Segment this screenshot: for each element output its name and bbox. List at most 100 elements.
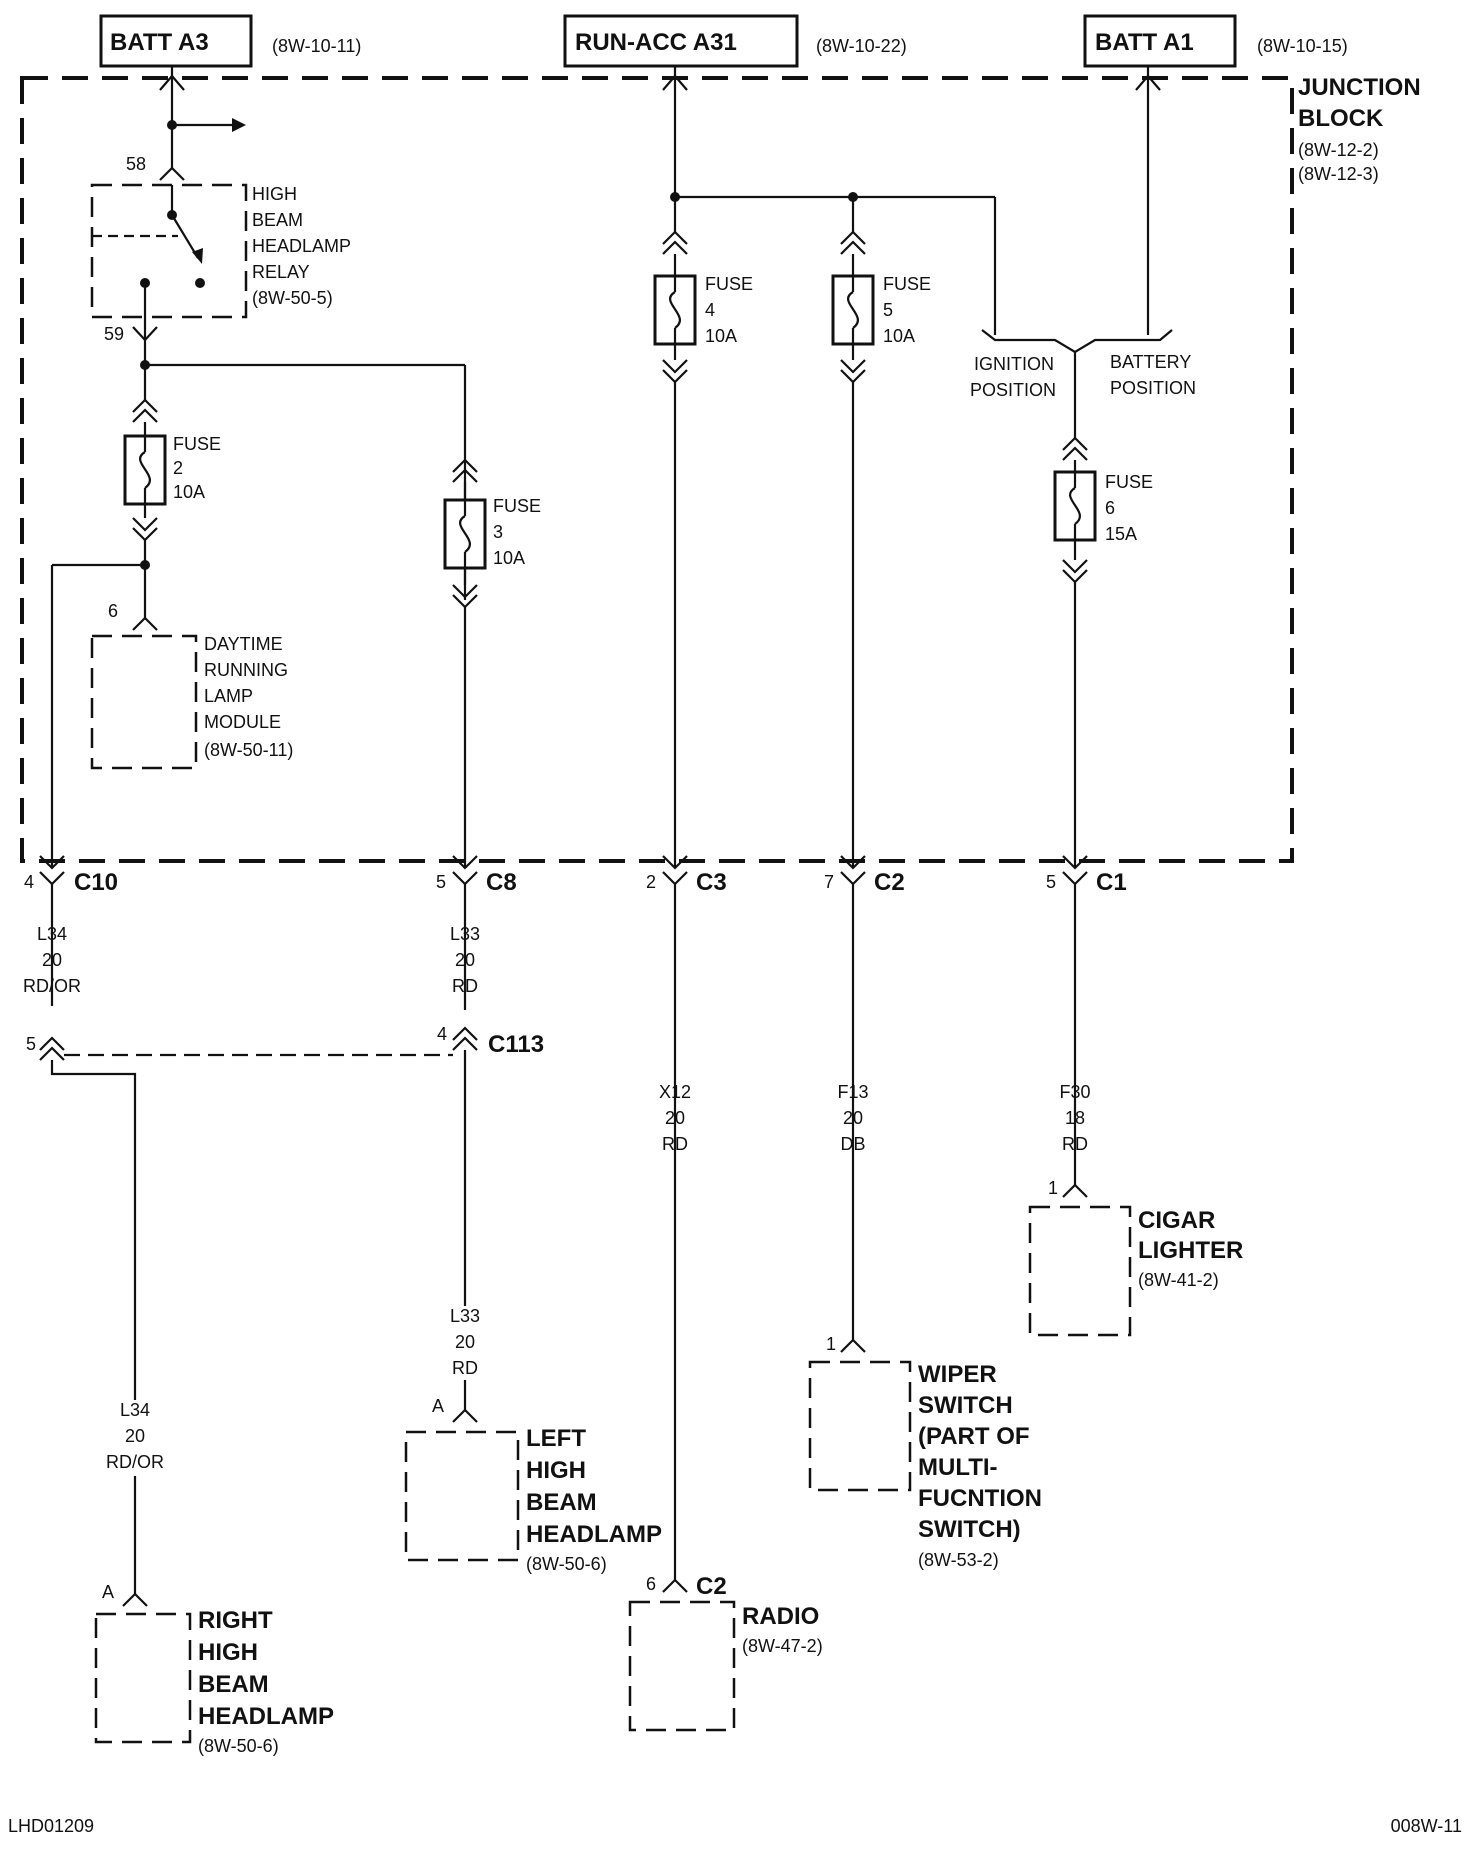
radio-pin: 6 (646, 1574, 656, 1594)
connector-c3-name: C3 (696, 869, 727, 896)
wire-l34-lower-id: L34 (120, 1400, 150, 1420)
relay-pin-58: 58 (126, 154, 146, 174)
source-batt-a1-ref: (8W-10-15) (1257, 36, 1348, 56)
wire-l34-upper-label: L34 20 RD/OR (23, 924, 81, 996)
right-headlamp-pin: A (102, 1582, 114, 1602)
cigar-lighter-label-1: CIGAR (1138, 1207, 1215, 1234)
source-run-acc-a31-label: RUN-ACC A31 (575, 29, 737, 56)
left-high-beam-headlamp: L33 20 RD A LEFT HIGH BEAM HEADLAMP (8W-… (404, 1306, 662, 1574)
fuse-6-number: 6 (1105, 498, 1115, 518)
source-batt-a1: BATT A1 (8W-10-15) (1083, 14, 1348, 68)
source-batt-a3: BATT A3 (8W-10-11) (99, 14, 361, 68)
left-headlamp-ref: (8W-50-6) (526, 1554, 607, 1574)
wiper-switch-pin: 1 (826, 1334, 836, 1354)
connector-c113: 5 4 C113 (26, 1024, 544, 1400)
fuse-2-amps: 10A (173, 482, 205, 502)
connector-c1: 5 C1 (1046, 855, 1127, 1185)
daytime-running-lamp-module: DAYTIME RUNNING LAMP MODULE (8W-50-11) (90, 634, 293, 770)
connector-c2-pin: 7 (824, 872, 834, 892)
connector-c10-pin: 4 (24, 872, 34, 892)
junction-block-border (20, 76, 1294, 863)
connector-c8: 5 C8 (436, 855, 517, 1010)
radio-connector: C2 (696, 1573, 727, 1600)
right-headlamp-label-2: HIGH (198, 1639, 258, 1666)
fuse-6-amps: 15A (1105, 524, 1137, 544)
wire-l34-upper-id: L34 (37, 924, 67, 944)
source-batt-a3-label: BATT A3 (110, 29, 209, 56)
cigar-lighter: 1 CIGAR LIGHTER (8W-41-2) (1028, 1178, 1243, 1337)
connector-c8-name: C8 (486, 869, 517, 896)
left-headlamp-label-4: HEADLAMP (526, 1521, 662, 1548)
wire-x12-label: X12 20 RD (659, 1082, 691, 1154)
relay-label-3: HEADLAMP (252, 236, 351, 256)
wire-f13-gauge: 20 (843, 1108, 863, 1128)
cigar-lighter-ref: (8W-41-2) (1138, 1270, 1219, 1290)
wire-l33-lower-color: RD (452, 1358, 478, 1378)
cigar-lighter-label-2: LIGHTER (1138, 1237, 1243, 1264)
wire-x12-gauge: 20 (665, 1108, 685, 1128)
footer-image-code: LHD01209 (8, 1816, 94, 1836)
right-high-beam-headlamp: L34 20 RD/OR A RIGHT HIGH BEAM HEADLAMP … (94, 1400, 334, 1756)
wiper-switch-label-5: FUCNTION (918, 1485, 1042, 1512)
connector-c3-pin: 2 (646, 872, 656, 892)
batt-a3-circuit: 58 (126, 66, 246, 181)
wire-f13-id: F13 (837, 1082, 868, 1102)
left-headlamp-label-2: HIGH (526, 1457, 586, 1484)
connector-c113-name: C113 (488, 1031, 544, 1058)
connector-c3: 2 C3 (646, 855, 727, 1580)
radio: 6 C2 RADIO (8W-47-2) (628, 1573, 823, 1732)
source-batt-a3-ref: (8W-10-11) (272, 36, 361, 56)
left-headlamp-pin: A (432, 1396, 444, 1416)
fuse-2-number: 2 (173, 458, 183, 478)
wire-f30-id: F30 (1059, 1082, 1090, 1102)
relay-pin-59: 59 (104, 324, 124, 344)
wire-f13-color: DB (840, 1134, 865, 1154)
wire-l34-lower-color: RD/OR (106, 1452, 164, 1472)
wiper-switch-label-6: SWITCH) (918, 1516, 1021, 1543)
connector-c1-pin: 5 (1046, 872, 1056, 892)
wire-l33-lower-gauge: 20 (455, 1332, 475, 1352)
wire-x12-id: X12 (659, 1082, 691, 1102)
wiper-switch-ref: (8W-53-2) (918, 1550, 999, 1570)
source-batt-a1-label: BATT A1 (1095, 29, 1194, 56)
connector-c113-pin-right: 4 (437, 1024, 447, 1044)
connector-c113-pin-left: 5 (26, 1034, 36, 1054)
footer-page-code: 008W-11 (1391, 1816, 1462, 1836)
drl-label-3: LAMP (204, 686, 253, 706)
fuse-3: FUSE 3 10A (443, 458, 541, 868)
junction-block-title-1: JUNCTION (1298, 74, 1421, 101)
wire-l33-upper-id: L33 (450, 924, 480, 944)
fuse-3-word: FUSE (493, 496, 541, 516)
battery-position-label-2: POSITION (1110, 378, 1196, 398)
wiper-switch-label-3: (PART OF (918, 1423, 1030, 1450)
wire-x12-color: RD (662, 1134, 688, 1154)
junction-block-ref-2: (8W-12-3) (1298, 164, 1379, 184)
drl-label-1: DAYTIME (204, 634, 283, 654)
high-beam-headlamp-relay: HIGH BEAM HEADLAMP RELAY (8W-50-5) (90, 183, 351, 319)
junction-block-ref-1: (8W-12-2) (1298, 140, 1379, 160)
wire-f13-label: F13 20 DB (837, 1082, 868, 1154)
wire-l34-lower-gauge: 20 (125, 1426, 145, 1446)
right-headlamp-label-4: HEADLAMP (198, 1703, 334, 1730)
connector-c8-pin: 5 (436, 872, 446, 892)
radio-label: RADIO (742, 1603, 819, 1630)
drl-module-pin: 6 (108, 601, 118, 621)
fuse-6-word: FUSE (1105, 472, 1153, 492)
wiper-switch: 1 WIPER SWITCH (PART OF MULTI- FUCNTION … (808, 1334, 1042, 1570)
wire-f30-color: RD (1062, 1134, 1088, 1154)
left-headlamp-label-3: BEAM (526, 1489, 597, 1516)
fuse-5: FUSE 5 10A (831, 230, 931, 868)
wiper-switch-label-1: WIPER (918, 1361, 997, 1388)
wire-f30-label: F30 18 RD (1059, 1082, 1090, 1154)
fuse-4-word: FUSE (705, 274, 753, 294)
fuse-5-number: 5 (883, 300, 893, 320)
junction-block-label: JUNCTION BLOCK (8W-12-2) (8W-12-3) (1298, 74, 1421, 184)
relay-label-4: RELAY (252, 262, 310, 282)
drl-label-4: MODULE (204, 712, 281, 732)
fuse-2: FUSE 2 10A (123, 398, 221, 542)
fuse-2-output: 6 (50, 540, 158, 868)
connector-c1-name: C1 (1096, 869, 1127, 896)
wiper-switch-label-2: SWITCH (918, 1392, 1013, 1419)
source-run-acc-a31: RUN-ACC A31 (8W-10-22) (563, 14, 907, 68)
